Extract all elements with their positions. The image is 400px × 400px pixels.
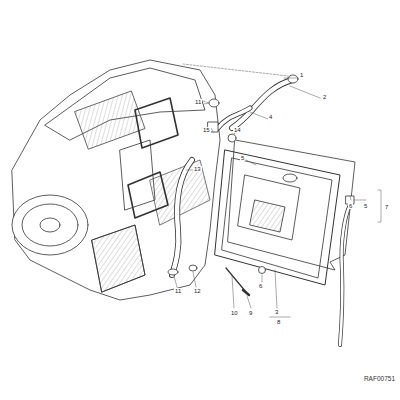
callout-number: 1	[299, 72, 304, 78]
callout-number: 5	[363, 203, 368, 209]
callout-number: 10	[230, 310, 239, 316]
callout-number: 3	[274, 309, 279, 315]
callout-number: 11	[174, 288, 182, 294]
callout-number: 5	[240, 155, 245, 161]
callout-number: 14	[233, 127, 242, 133]
drawing-code: RAF00751	[363, 376, 396, 383]
callout-number: 11	[194, 99, 202, 105]
callout-number: 9	[248, 310, 253, 316]
callout-number: 15	[202, 127, 211, 133]
callout-number: 4	[268, 114, 273, 120]
callout-number: 6	[348, 203, 353, 209]
callout-number: 6	[258, 283, 263, 289]
callout-number: 12	[193, 288, 202, 294]
callout-number: 13	[193, 166, 202, 172]
callout-number: 8	[276, 319, 281, 325]
callout-number: 2	[322, 94, 327, 100]
callout-number: 7	[384, 204, 389, 210]
